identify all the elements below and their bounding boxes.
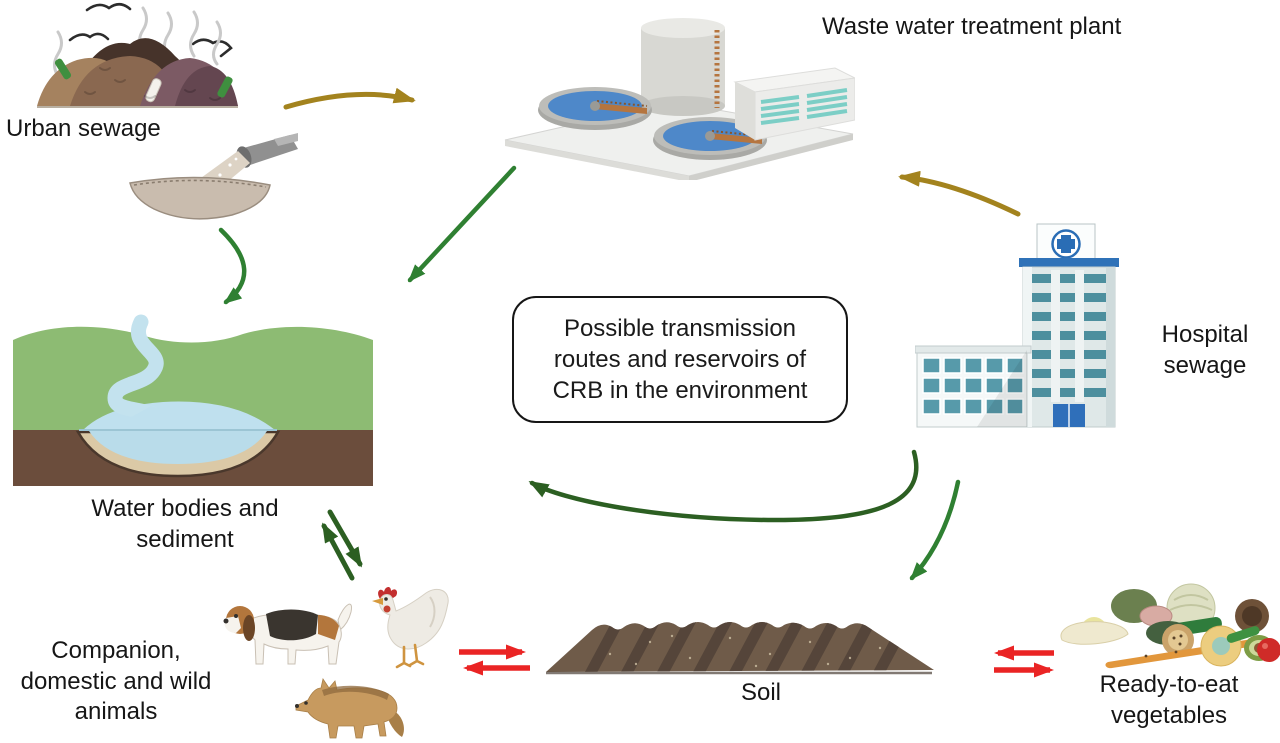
coyote-illustration — [295, 677, 404, 739]
sewage-pipe-illustration — [129, 133, 298, 220]
dog-rump-patch — [318, 615, 339, 640]
green-chili — [1226, 626, 1260, 643]
chicken-illustration — [372, 586, 449, 669]
platform-edge — [689, 134, 853, 180]
storage-tank — [641, 18, 725, 116]
dog-illustration — [223, 603, 353, 665]
tower-windows — [1031, 274, 1107, 397]
arrow-animals-to-water — [321, 522, 355, 581]
arrow-water-to-animals — [327, 509, 363, 568]
arrow-plant-to-water — [407, 165, 517, 283]
coyote-eye — [304, 701, 308, 705]
chicken-eye — [384, 597, 388, 601]
chicken-wing-line — [429, 596, 436, 628]
animals-label: Companion, domestic and wild animals — [20, 637, 212, 726]
platform-edge2 — [505, 140, 689, 180]
tomato-highlight — [1262, 643, 1268, 649]
coyote-back-shade — [322, 685, 389, 700]
grass-land — [13, 326, 373, 430]
hospital-tower — [1019, 223, 1119, 428]
soil-illustration — [546, 622, 934, 675]
pond-underwater — [89, 431, 267, 464]
onion-center — [1212, 637, 1230, 655]
chicken-body — [379, 588, 449, 650]
coyote-nose — [295, 704, 299, 708]
river-mouth — [109, 406, 233, 428]
bird-icon — [68, 2, 233, 58]
vent-stripes — [760, 88, 848, 125]
dog-ear — [243, 615, 255, 641]
urban-sewage-label: Urban sewage — [6, 115, 161, 142]
arrow-hospital-to-plant — [898, 170, 1021, 217]
vegetables-label: Ready-to-eat vegetables — [1099, 671, 1239, 729]
arrow-urban-to-plant — [283, 87, 416, 110]
basin — [129, 176, 271, 220]
pipe-highlight — [274, 133, 298, 146]
hospital-illustration — [915, 223, 1119, 428]
hospital-annex — [915, 345, 1032, 428]
halved-fruit-flesh — [1168, 630, 1188, 650]
arrow-urban-to-water — [218, 227, 247, 305]
arrow-hospital-to-soil — [909, 479, 961, 581]
annex-windows — [922, 357, 1024, 415]
water-bodies-illustration — [13, 314, 373, 486]
basin-rim — [133, 179, 267, 188]
dog-tail — [337, 603, 353, 631]
dog-nose — [223, 618, 229, 624]
cabbage-lines — [1169, 594, 1213, 611]
vegetables-illustration — [1060, 583, 1280, 669]
waste-mounds — [37, 38, 238, 108]
chicken-legs — [395, 643, 425, 669]
chicken-wattle — [383, 605, 391, 613]
soil-speckles — [608, 634, 882, 668]
water-bodies-label: Water bodies and sediment — [91, 495, 279, 553]
dog-muzzle — [224, 616, 241, 633]
tomato — [1257, 638, 1280, 662]
plant-building — [733, 67, 855, 141]
treatment-plant-label: Waste water treatment plant — [822, 13, 1122, 40]
dog-saddle-patch — [266, 609, 318, 641]
brown-vegetable-core — [1242, 606, 1262, 626]
garbage-pile-illustration — [37, 2, 238, 108]
hospital-sewage-label: Hospital sewage — [1161, 321, 1249, 379]
napa-cabbage — [1060, 621, 1129, 645]
chicken-beak — [372, 598, 383, 605]
dog-eye — [234, 614, 238, 618]
clarifier-tank — [538, 87, 652, 130]
arrow-hospital-to-water — [528, 449, 919, 523]
fruit-seeds — [1172, 634, 1183, 646]
center-caption-box: Possible transmission routes and reservo… — [512, 296, 848, 423]
soil-label: Soil — [740, 679, 782, 706]
treatment-plant-illustration — [504, 18, 855, 180]
river — [107, 314, 164, 422]
